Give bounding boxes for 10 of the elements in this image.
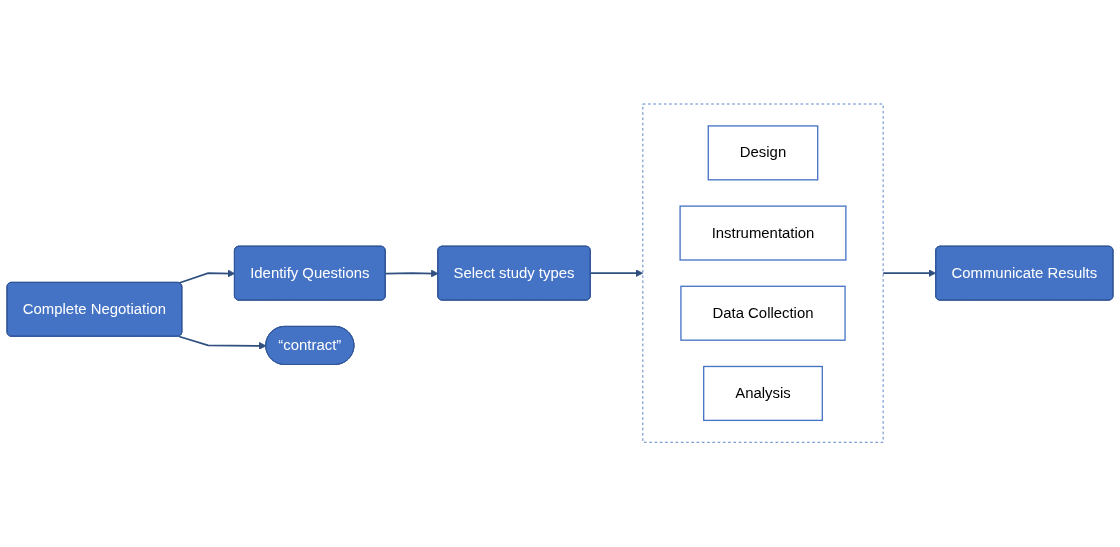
node-box: Analysis — [703, 366, 823, 422]
node-box: Instrumentation — [679, 205, 847, 261]
arrow — [882, 269, 937, 278]
arrow — [384, 269, 439, 278]
arrow — [589, 269, 644, 278]
arrow — [178, 336, 267, 351]
node-box: Design — [707, 125, 819, 181]
node-box: Data Collection — [680, 286, 846, 342]
arrow — [178, 269, 236, 285]
cluster — [642, 103, 884, 444]
